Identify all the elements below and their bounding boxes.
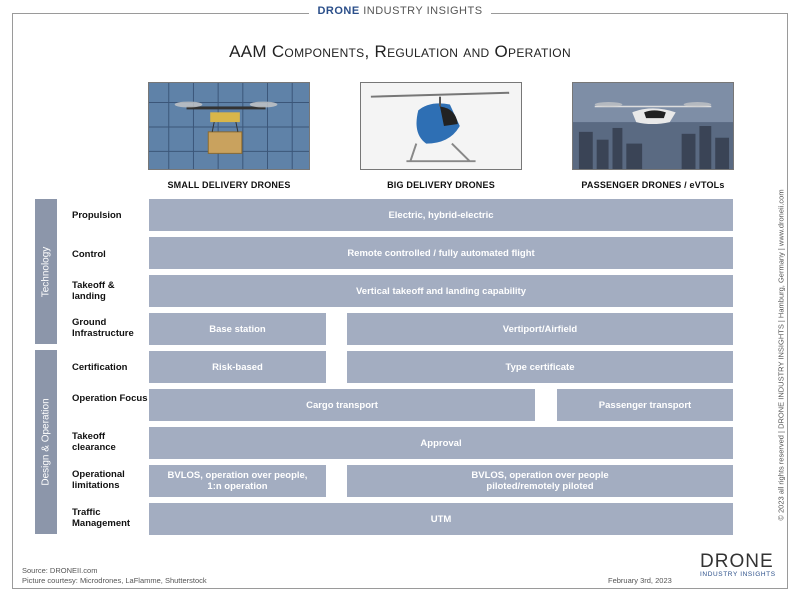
footer-source: Source: DRONEII.com Picture courtesy: Mi… — [22, 566, 207, 586]
footer-date: February 3rd, 2023 — [608, 576, 672, 585]
section-design-operation-label: Design & Operation — [40, 398, 52, 486]
bar-limitations-small: BVLOS, operation over people, 1:n operat… — [149, 465, 326, 497]
footer-courtesy-text: Picture courtesy: Microdrones, LaFlamme,… — [22, 576, 207, 585]
bar-passenger-transport: Passenger transport — [557, 389, 733, 421]
bar-type-certificate: Type certificate — [347, 351, 733, 383]
side-copyright-note: © 2023 all rights reserved | DRONE INDUS… — [775, 170, 787, 540]
bar-control: Remote controlled / fully automated flig… — [149, 237, 733, 269]
footer-source-text: Source: DRONEII.com — [22, 566, 98, 575]
category-small-delivery-drones: SMALL DELIVERY DRONES — [167, 180, 291, 190]
bar-vertiport: Vertiport/Airfield — [347, 313, 733, 345]
category-big-delivery-drones: BIG DELIVERY DRONES — [387, 180, 495, 190]
section-technology-label: Technology — [40, 246, 52, 297]
row-label-control: Control — [72, 249, 106, 260]
section-technology: Technology — [35, 199, 57, 344]
logo: DRONE INDUSTRY INSIGHTS — [700, 552, 780, 578]
side-copyright-text: © 2023 all rights reserved | DRONE INDUS… — [776, 189, 786, 521]
category-passenger-drones: PASSENGER DRONES / eVTOLs — [581, 180, 725, 190]
bar-utm: UTM — [149, 503, 733, 535]
brand-bold: DRONE — [317, 5, 360, 17]
brand-rest: INDUSTRY INSIGHTS — [359, 5, 483, 17]
passenger-evtol-photo — [572, 82, 734, 170]
row-label-certification: Certification — [72, 362, 128, 373]
bar-cargo-transport: Cargo transport — [149, 389, 535, 421]
row-label-operation-focus: Operation Focus — [72, 393, 148, 404]
bar-approval: Approval — [149, 427, 733, 459]
row-label-takeoff-clearance: Takeoff clearance — [72, 431, 116, 453]
bar-limitations-large: BVLOS, operation over people piloted/rem… — [347, 465, 733, 497]
row-label-propulsion: Propulsion — [72, 210, 122, 221]
page-title: AAM Components, Regulation and Operation — [229, 42, 571, 61]
row-label-ground-infrastructure: Ground Infrastructure — [72, 317, 134, 339]
bar-takeoff-landing: Vertical takeoff and landing capability — [149, 275, 733, 307]
section-design-operation: Design & Operation — [35, 350, 57, 534]
bar-risk-based: Risk-based — [149, 351, 326, 383]
small-delivery-drone-photo — [148, 82, 310, 170]
row-label-takeoff-landing: Takeoff & landing — [72, 280, 115, 302]
logo-sub: INDUSTRY INSIGHTS — [700, 571, 776, 578]
bar-propulsion: Electric, hybrid-electric — [149, 199, 733, 231]
top-brand: DRONE INDUSTRY INSIGHTS — [0, 5, 800, 17]
row-label-operational-limitations: Operational limitations — [72, 469, 125, 491]
big-delivery-drone-photo — [360, 82, 522, 170]
row-label-traffic-management: Traffic Management — [72, 507, 131, 529]
logo-main: DRONE — [700, 551, 774, 572]
bar-base-station: Base station — [149, 313, 326, 345]
